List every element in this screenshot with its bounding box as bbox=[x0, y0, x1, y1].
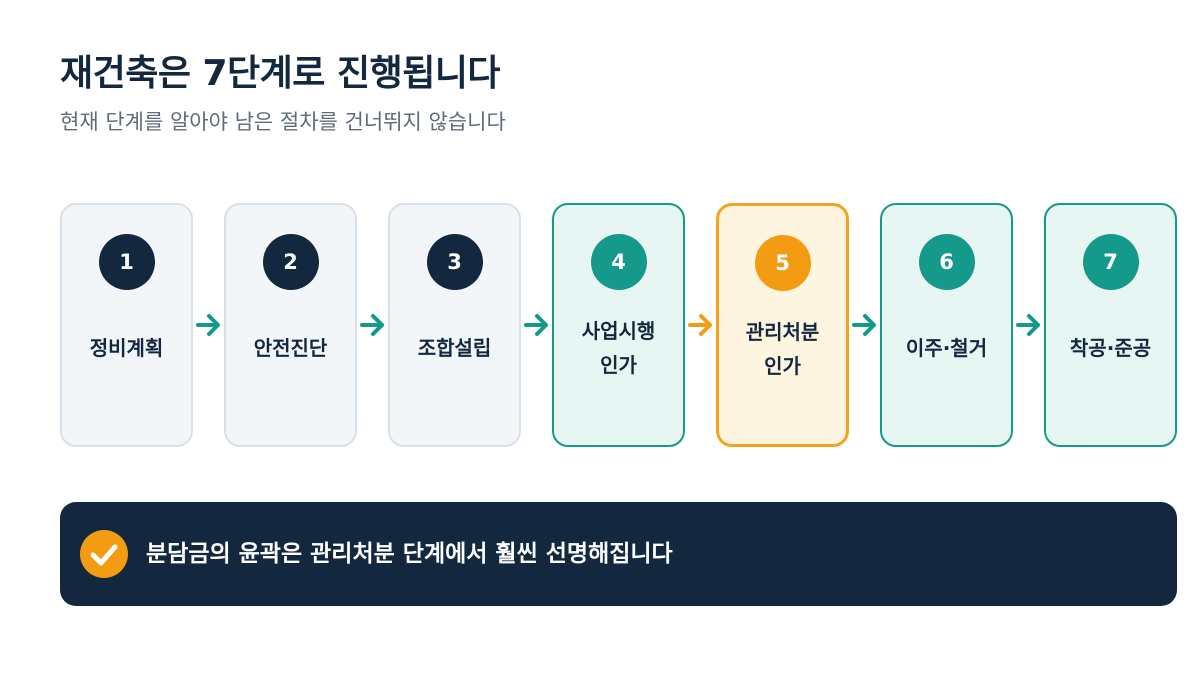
step-number: 5 bbox=[754, 235, 811, 291]
info-banner: 분담금의 윤곽은 관리처분 단계에서 훨씬 선명해집니다 bbox=[60, 502, 1177, 606]
arrow-right-icon bbox=[358, 311, 388, 339]
step-label: 관리처분 인가 bbox=[745, 320, 820, 378]
arrow-right-icon bbox=[850, 311, 880, 339]
step-card-2: 2 안전진단 bbox=[224, 203, 357, 447]
arrow-right-icon bbox=[522, 311, 552, 339]
step-number: 4 bbox=[590, 234, 647, 290]
step-label: 사업시행 인가 bbox=[581, 319, 656, 377]
arrow-right-icon bbox=[1014, 311, 1044, 339]
step-label: 착공·준공 bbox=[1069, 336, 1152, 360]
step-card-4: 4 사업시행 인가 bbox=[552, 203, 685, 447]
page-title: 재건축은 7단계로 진행됩니다 bbox=[60, 53, 501, 94]
step-number: 6 bbox=[918, 234, 975, 290]
banner-text: 분담금의 윤곽은 관리처분 단계에서 훨씬 선명해집니다 bbox=[146, 541, 673, 567]
step-label: 조합설립 bbox=[417, 336, 492, 360]
step-label: 안전진단 bbox=[253, 336, 328, 360]
arrow-right-icon bbox=[686, 311, 716, 339]
step-number: 3 bbox=[426, 234, 483, 290]
step-number: 2 bbox=[262, 234, 319, 290]
page-subtitle: 현재 단계를 알아야 남은 절차를 건너뛰지 않습니다 bbox=[60, 110, 506, 134]
step-card-3: 3 조합설립 bbox=[388, 203, 521, 447]
process-steps: 1 정비계획 2 안전진단 3 조합설립 4 사업시행 인가 5 관리처분 인가… bbox=[60, 203, 1177, 447]
step-label: 이주·철거 bbox=[905, 336, 988, 360]
step-card-5: 5 관리처분 인가 bbox=[716, 203, 849, 447]
arrow-right-icon bbox=[194, 311, 224, 339]
step-card-6: 6 이주·철거 bbox=[880, 203, 1013, 447]
step-card-1: 1 정비계획 bbox=[60, 203, 193, 447]
step-card-7: 7 착공·준공 bbox=[1044, 203, 1177, 447]
step-number: 1 bbox=[98, 234, 155, 290]
step-number: 7 bbox=[1082, 234, 1139, 290]
check-icon bbox=[80, 530, 128, 578]
step-label: 정비계획 bbox=[89, 336, 164, 360]
